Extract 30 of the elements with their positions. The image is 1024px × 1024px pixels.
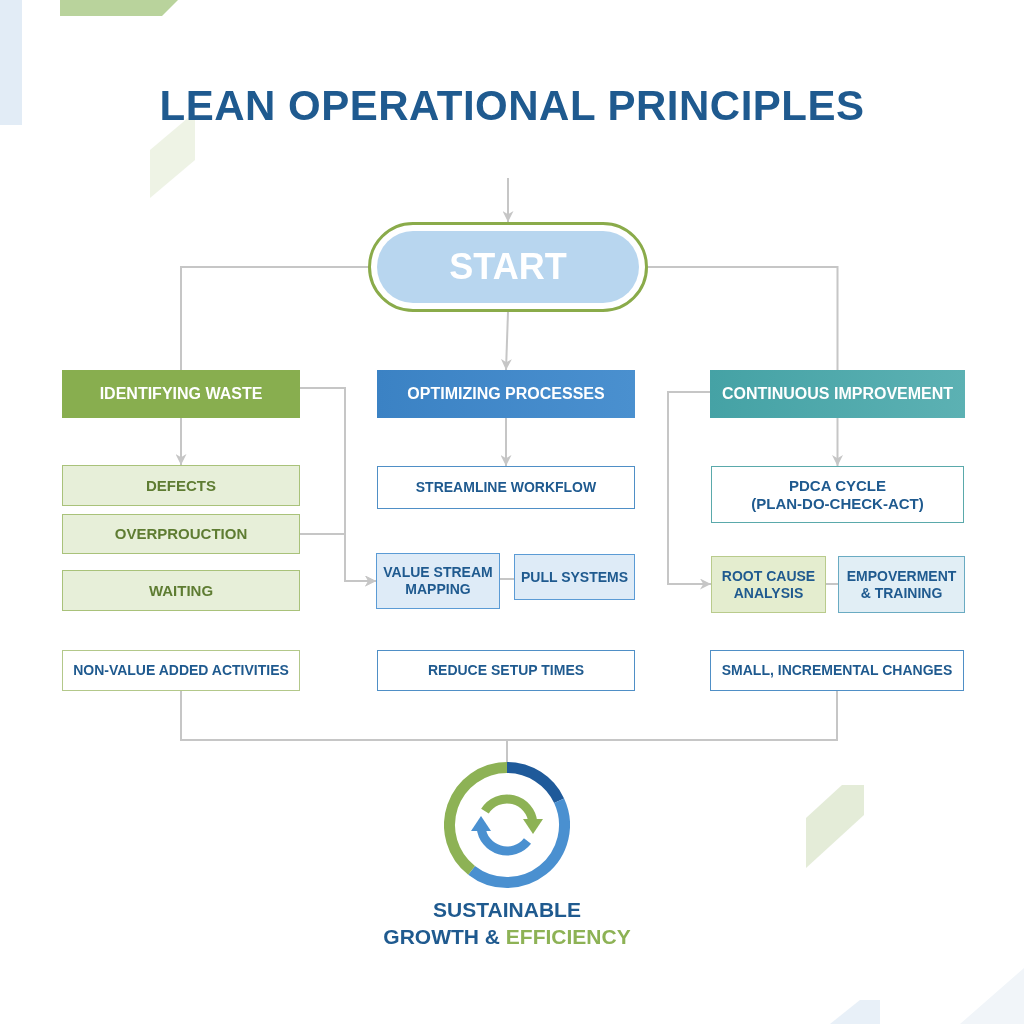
connector-arrow (832, 417, 843, 467)
process-box: PULL SYSTEMS (514, 554, 635, 600)
process-box: PDCA CYCLE (PLAN-DO-CHECK-ACT) (711, 466, 964, 523)
connector-line (825, 583, 839, 585)
connector-arrow (299, 533, 377, 587)
connector-line (506, 690, 838, 763)
process-box: SMALL, INCREMENTAL CHANGES (710, 650, 964, 691)
title: LEAN OPERATIONAL PRINCIPLES (159, 82, 865, 131)
start-terminal: START (368, 222, 648, 312)
process-box: STREAMLINE WORKFLOW (377, 466, 635, 509)
outcome-label: SUSTAINABLE GROWTH & EFFICIENCY (382, 897, 632, 950)
process-box: VALUE STREAM MAPPING (376, 553, 500, 609)
process-box: OVERPROUCTION (62, 514, 300, 554)
process-box: ROOT CAUSE ANALYSIS (711, 556, 826, 613)
connector-line (499, 578, 515, 580)
connector-line (647, 266, 839, 371)
process-box: REDUCE SETUP TIMES (377, 650, 635, 691)
connector-arrow (500, 311, 512, 371)
category-header: IDENTIFYING WASTE (62, 370, 300, 418)
connector-arrow (500, 417, 512, 467)
connector-arrow (175, 417, 187, 466)
process-box: DEFECTS (62, 465, 300, 506)
process-box: EMPOVERMENT & TRAINING (838, 556, 965, 613)
category-header: OPTIMIZING PROCESSES (377, 370, 635, 418)
process-box: NON-VALUE ADDED ACTIVITIES (62, 650, 300, 691)
connector-arrow (667, 391, 712, 590)
connector-line (180, 266, 369, 371)
category-header: CONTINUOUS IMPROVEMENT (710, 370, 965, 418)
connector-arrow (502, 177, 514, 223)
process-box: WAITING (62, 570, 300, 611)
